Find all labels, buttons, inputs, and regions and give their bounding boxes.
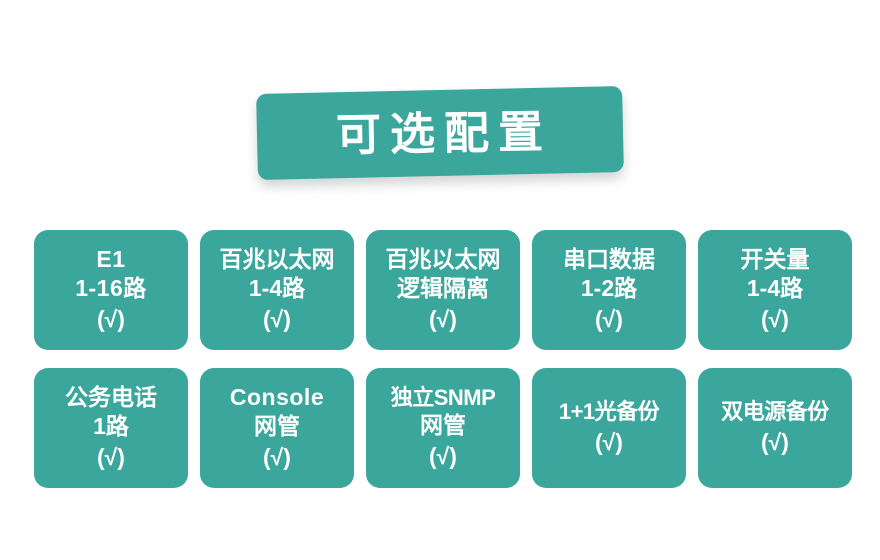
option-card-line-2: 1-4路 (248, 275, 306, 302)
option-card-check: (√) (595, 306, 623, 333)
option-card-ethernet-logical-isolation[interactable]: 百兆以太网 逻辑隔离 (√) (366, 230, 520, 350)
option-card-line-2: 1-4路 (746, 275, 804, 302)
option-card-line-1: E1 (96, 246, 126, 273)
option-card-check: (√) (263, 306, 291, 333)
option-card-e1[interactable]: E1 1-16路 (√) (34, 230, 188, 350)
option-card-line-1: 独立SNMP (390, 384, 496, 410)
option-card-check: (√) (97, 306, 125, 333)
option-card-check: (√) (263, 444, 291, 471)
option-card-line-2: 1-2路 (580, 275, 638, 302)
option-card-line-2: 逻辑隔离 (397, 275, 489, 302)
option-card-check: (√) (429, 443, 457, 470)
option-card-line-1: Console (229, 384, 325, 411)
option-card-check: (√) (761, 306, 789, 333)
section-header-banner: 可选配置 (256, 86, 624, 180)
option-card-dual-power-redundancy[interactable]: 双电源备份 (√) (698, 368, 852, 488)
option-card-line-1: 双电源备份 (721, 399, 829, 425)
option-card-line-2: 1-16路 (75, 275, 147, 302)
option-card-line-1: 开关量 (740, 246, 810, 273)
option-card-line-1: 公务电话 (65, 384, 157, 411)
option-card-label: 开关量 1-4路 (698, 245, 852, 303)
option-card-check: (√) (595, 428, 623, 455)
option-card-label: 公务电话 1路 (34, 383, 188, 441)
option-card-label: 双电源备份 (698, 398, 852, 426)
option-card-label: E1 1-16路 (34, 245, 188, 303)
option-card-line-1: 串口数据 (563, 246, 655, 273)
option-card-line-2: 1路 (93, 413, 129, 440)
option-card-line-1: 百兆以太网 (219, 246, 335, 273)
page-title: 可选配置 (336, 105, 553, 161)
option-card-line-1: 1+1光备份 (558, 399, 660, 425)
option-card-label: 百兆以太网 逻辑隔离 (366, 245, 520, 303)
option-card-fast-ethernet[interactable]: 百兆以太网 1-4路 (√) (200, 230, 354, 350)
card-row-2: 公务电话 1路 (√) Console 网管 (√) 独立SNMP 网管 (√)… (34, 368, 852, 488)
option-card-optical-redundancy[interactable]: 1+1光备份 (√) (532, 368, 686, 488)
option-card-check: (√) (97, 444, 125, 471)
option-card-console-management[interactable]: Console 网管 (√) (200, 368, 354, 488)
option-card-label: 百兆以太网 1-4路 (200, 245, 354, 303)
option-card-label: 串口数据 1-2路 (532, 245, 686, 303)
option-card-grid: E1 1-16路 (√) 百兆以太网 1-4路 (√) 百兆以太网 逻辑隔离 (… (34, 230, 852, 488)
option-card-label: 独立SNMP 网管 (366, 384, 520, 441)
option-card-line-1: 百兆以太网 (385, 246, 501, 273)
option-card-line-2: 网管 (254, 413, 300, 440)
card-row-1: E1 1-16路 (√) 百兆以太网 1-4路 (√) 百兆以太网 逻辑隔离 (… (34, 230, 852, 350)
option-card-line-2: 网管 (420, 412, 466, 439)
option-card-service-phone[interactable]: 公务电话 1路 (√) (34, 368, 188, 488)
option-card-label: Console 网管 (200, 383, 354, 441)
option-card-check: (√) (761, 428, 789, 455)
option-card-standalone-snmp[interactable]: 独立SNMP 网管 (√) (366, 368, 520, 488)
option-card-switching-value[interactable]: 开关量 1-4路 (√) (698, 230, 852, 350)
banner-section: 可选配置 (0, 0, 880, 210)
option-card-serial-data[interactable]: 串口数据 1-2路 (√) (532, 230, 686, 350)
option-card-check: (√) (429, 306, 457, 333)
option-card-label: 1+1光备份 (532, 398, 686, 426)
